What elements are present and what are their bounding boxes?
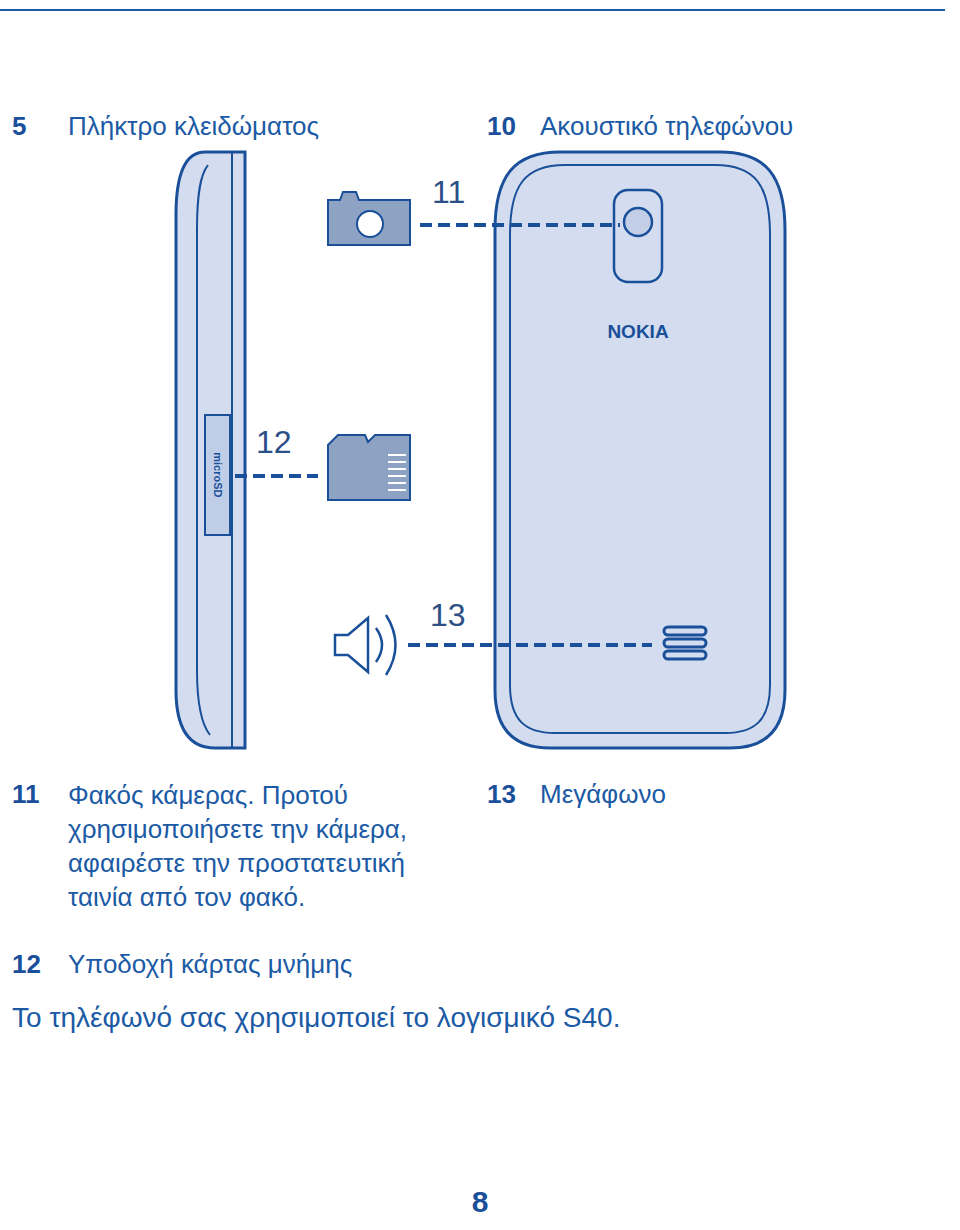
- callout-number: 12: [12, 948, 41, 981]
- part-name: Υποδοχή κάρτας μνήμης: [68, 948, 352, 981]
- callout-number: 5: [12, 110, 26, 143]
- speaker-icon: [335, 615, 396, 675]
- part-description: Φακός κάμερας. Προτού χρησιμοποιήσετε τη…: [68, 778, 458, 914]
- leader-lines: [235, 225, 652, 645]
- note-text: Το τηλέφωνό σας χρησιμοποιεί το λογισμικ…: [12, 1000, 620, 1035]
- memory-card-slot: [205, 415, 230, 535]
- speaker-grille: [664, 627, 706, 659]
- part-name: Ακουστικό τηλεφώνου: [540, 110, 793, 143]
- slot-marking: microSD: [210, 452, 224, 497]
- phone-side: [176, 152, 245, 748]
- memory-card-icon: [328, 435, 410, 500]
- top-rule: [0, 9, 945, 11]
- part-name: Μεγάφωνο: [540, 778, 666, 811]
- back-cover-edge: [510, 165, 770, 733]
- camera-module: [614, 190, 662, 282]
- camera-icon: [328, 192, 410, 245]
- brand-logo: NOKIA: [607, 320, 668, 344]
- callout-number: 13: [487, 778, 516, 811]
- phone-back: [495, 152, 785, 748]
- side-seam: [231, 152, 233, 748]
- callout-number: 10: [487, 110, 516, 143]
- callout-number: 11: [12, 778, 40, 811]
- camera-lens: [624, 208, 652, 236]
- part-name: Πλήκτρο κλειδώματος: [68, 110, 319, 143]
- callout-number: 12: [256, 422, 292, 462]
- callout-number: 13: [430, 595, 466, 635]
- page-number: 8: [472, 1183, 489, 1221]
- callout-number: 11: [432, 172, 465, 212]
